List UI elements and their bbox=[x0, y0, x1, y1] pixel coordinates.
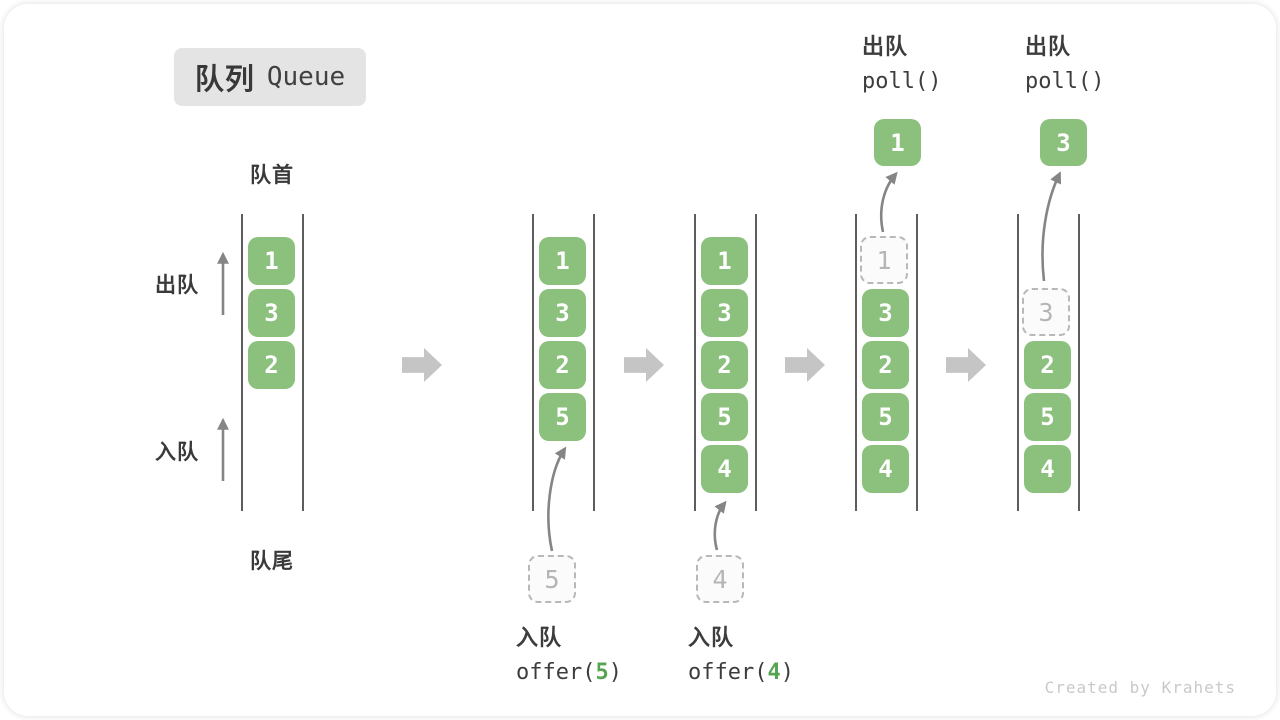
queue-cell: 1 bbox=[248, 237, 295, 285]
queue-wall bbox=[694, 214, 696, 511]
queue-wall bbox=[916, 214, 918, 511]
offer-fn: offer( bbox=[516, 660, 596, 685]
offer-code: offer(5) bbox=[516, 655, 622, 690]
offer-arg: 5 bbox=[595, 660, 609, 685]
offer-close: ) bbox=[780, 660, 794, 685]
enqueue-arrow-q3 bbox=[713, 500, 727, 551]
queue-wall bbox=[755, 214, 757, 511]
label-dequeue: 出队 bbox=[155, 274, 199, 297]
queue-cell: 4 bbox=[1024, 445, 1071, 493]
dequeue-label: 出队 bbox=[1025, 34, 1072, 59]
dequeue-label: 出队 bbox=[862, 34, 909, 59]
queue-cell: 5 bbox=[539, 393, 586, 441]
queue-cell: 3 bbox=[539, 289, 586, 337]
diagram-card: 队列 Queue 队首 队尾 出队 入队 1 3 2 1 3 2 5 5 1 3… bbox=[4, 4, 1276, 716]
step-arrow-icon bbox=[402, 348, 442, 382]
queue-wall bbox=[1017, 214, 1019, 511]
enqueue-label: 入队 bbox=[516, 625, 563, 650]
title-badge: 队列 Queue bbox=[174, 48, 366, 106]
offer-fn: offer( bbox=[688, 660, 768, 685]
queue-wall bbox=[1078, 214, 1080, 511]
poll-operation-label: 出队 poll() bbox=[1025, 29, 1104, 99]
queue-cell: 2 bbox=[539, 341, 586, 389]
queue-cell: 2 bbox=[248, 341, 295, 389]
label-enqueue: 入队 bbox=[155, 441, 199, 464]
poll-arrow-q5 bbox=[1041, 171, 1062, 282]
queue-cell: 1 bbox=[701, 237, 748, 285]
poll-code: poll() bbox=[1025, 69, 1105, 94]
polled-element: 1 bbox=[874, 119, 921, 166]
offer-operation-label: 入队 offer(5) bbox=[516, 620, 622, 690]
queue-wall bbox=[302, 214, 304, 511]
queue-cell: 2 bbox=[701, 341, 748, 389]
offer-close: ) bbox=[608, 660, 622, 685]
enqueue-label: 入队 bbox=[688, 625, 735, 650]
label-queue-front: 队首 bbox=[250, 164, 294, 187]
queue-wall bbox=[855, 214, 857, 511]
queue-cell: 5 bbox=[862, 393, 909, 441]
title-zh: 队列 bbox=[194, 64, 255, 96]
offer-code: offer(4) bbox=[688, 655, 794, 690]
polled-element: 3 bbox=[1040, 119, 1087, 166]
queue-cell: 3 bbox=[701, 289, 748, 337]
queue-cell: 3 bbox=[862, 289, 909, 337]
queue-cell: 1 bbox=[539, 237, 586, 285]
incoming-element-ghost: 4 bbox=[696, 555, 744, 603]
queue-cell: 2 bbox=[1024, 341, 1071, 389]
queue-cell: 3 bbox=[248, 289, 295, 337]
incoming-element-ghost: 5 bbox=[528, 555, 576, 603]
removed-element-ghost: 1 bbox=[860, 236, 908, 284]
step-arrow-icon bbox=[946, 348, 986, 382]
title-en: Queue bbox=[266, 62, 346, 92]
queue-wall bbox=[593, 214, 595, 511]
queue-cell: 5 bbox=[1024, 393, 1071, 441]
enqueue-arrow-q2 bbox=[547, 446, 567, 552]
step-arrow-icon bbox=[624, 348, 664, 382]
queue-cell: 4 bbox=[862, 445, 909, 493]
watermark-credit: Created by Krahets bbox=[1044, 678, 1236, 697]
removed-element-ghost: 3 bbox=[1022, 288, 1070, 336]
offer-operation-label: 入队 offer(4) bbox=[688, 620, 794, 690]
queue-wall bbox=[532, 214, 534, 511]
queue-cell: 2 bbox=[862, 341, 909, 389]
queue-cell: 4 bbox=[701, 445, 748, 493]
poll-arrow-q4 bbox=[879, 171, 898, 233]
queue-cell: 5 bbox=[701, 393, 748, 441]
label-queue-rear: 队尾 bbox=[250, 550, 294, 573]
poll-operation-label: 出队 poll() bbox=[862, 29, 941, 99]
queue-wall bbox=[241, 214, 243, 511]
poll-code: poll() bbox=[862, 69, 942, 94]
offer-arg: 4 bbox=[767, 660, 781, 685]
step-arrow-icon bbox=[785, 348, 825, 382]
